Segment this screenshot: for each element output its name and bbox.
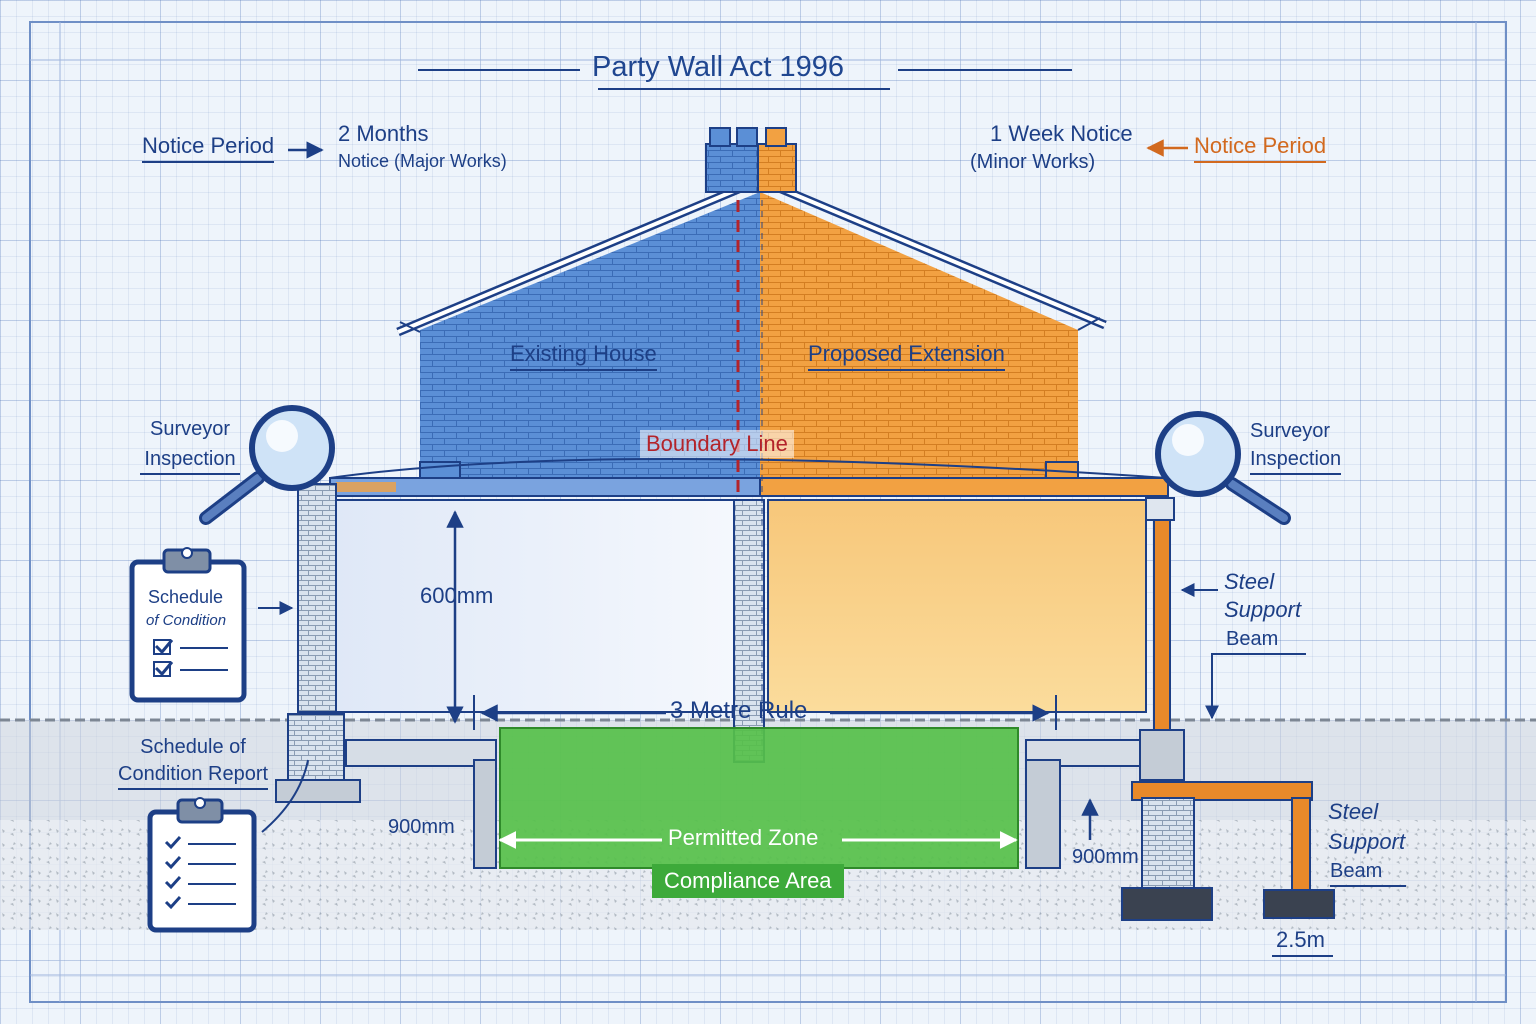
pad-foundation <box>1121 887 1213 921</box>
steel-lower-line1: Steel <box>1328 799 1379 824</box>
depth-right-label: 900mm <box>1072 846 1139 868</box>
condition-report-icon <box>147 797 257 933</box>
surveyor-right-line1: Surveyor <box>1250 420 1331 442</box>
existing-house-label: Existing House <box>510 341 657 372</box>
magnifier-left-icon <box>199 405 335 525</box>
magnifier-right-icon <box>1155 411 1291 525</box>
chimney-pot <box>765 127 787 147</box>
floor-slab-extension <box>759 477 1169 497</box>
report-label-line2: Condition Report <box>118 763 269 790</box>
surveyor-left-line2: Inspection <box>140 448 240 475</box>
notice-detail-right: (Minor Works) <box>970 151 1096 173</box>
schedule-label-line1: Schedule <box>148 587 224 607</box>
lower-steel-beam <box>1131 781 1313 801</box>
beam-width-label: 2.5m <box>1272 927 1333 958</box>
boundary-line-label: Boundary Line <box>640 430 794 459</box>
clipboard-icon <box>129 547 247 703</box>
right-pier <box>1141 797 1195 891</box>
steel-column <box>1153 519 1171 731</box>
permitted-zone <box>500 728 1018 868</box>
extension-room <box>767 499 1147 713</box>
steel-upper-line2: Support <box>1224 597 1302 622</box>
depth-left-label: 900mm <box>388 816 455 838</box>
surveyor-left-line1: Surveyor <box>149 418 231 440</box>
report-label-line1: Schedule of <box>140 736 246 758</box>
proposed-extension-label: Proposed Extension <box>808 341 1005 372</box>
chimney-left <box>705 143 759 193</box>
surveyor-right-line2: Inspection <box>1250 448 1342 475</box>
steel-leader <box>1205 653 1306 720</box>
steel-lower-line2: Support <box>1328 829 1406 854</box>
left-foundation <box>287 713 345 785</box>
report-leader <box>261 759 309 833</box>
three-metre-rule-label: 3 Metre Rule <box>670 697 808 724</box>
steel-upper-line1: Steel <box>1224 569 1275 594</box>
notice-duration-left: 2 Months <box>338 121 429 146</box>
notice-detail-left: Notice (Major Works) <box>338 151 507 171</box>
beam-pad <box>1263 889 1335 919</box>
notice-duration-right: 1 Week Notice <box>990 121 1133 146</box>
left-footing <box>345 739 497 767</box>
existing-gable <box>420 192 760 478</box>
extension-gable <box>760 192 1078 478</box>
page-title: Party Wall Act 1996 <box>592 51 844 83</box>
notice-period-right: Notice Period <box>1194 133 1327 164</box>
frame-border <box>29 21 1507 1003</box>
left-outer-wall <box>297 483 337 713</box>
survey-cable <box>329 458 1169 479</box>
notice-period-left: Notice Period <box>142 133 275 164</box>
chimney-pot <box>736 127 758 147</box>
title-underline <box>598 88 890 90</box>
height-dimension-label: 600mm <box>420 583 494 608</box>
schedule-label-line2: of Condition <box>146 612 227 629</box>
steel-lower-line3: Beam <box>1330 860 1407 887</box>
existing-room <box>335 499 737 713</box>
permitted-zone-label: Permitted Zone <box>668 825 819 850</box>
party-wall <box>733 499 765 763</box>
chimney-right <box>757 143 797 193</box>
chimney-pot <box>709 127 731 147</box>
compliance-area-label: Compliance Area <box>652 864 844 899</box>
steel-upper-line3: Beam <box>1226 628 1279 650</box>
